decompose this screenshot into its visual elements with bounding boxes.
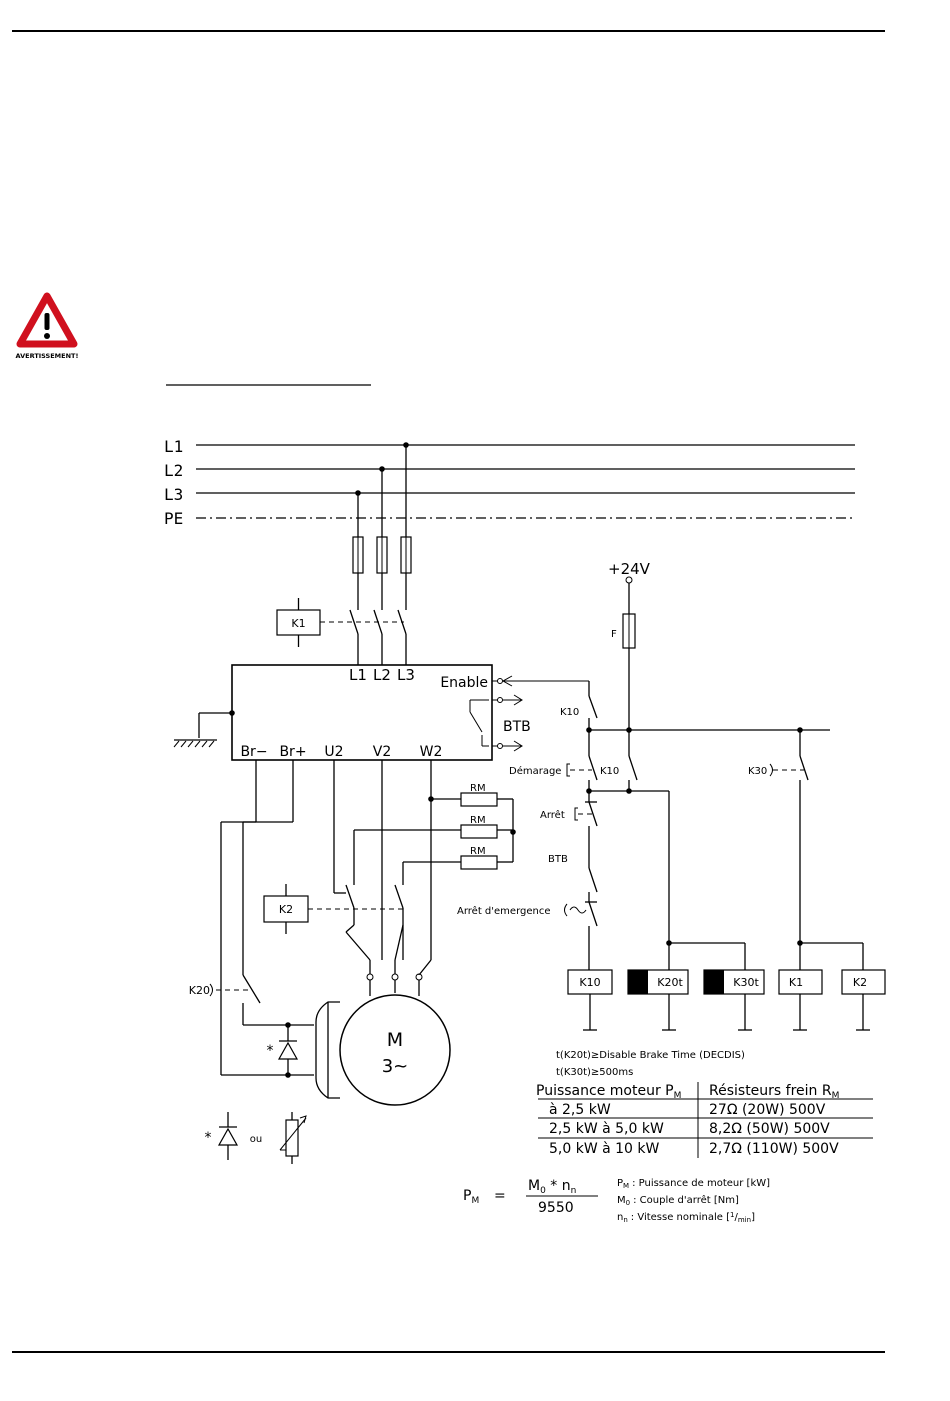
k20-label: K20 <box>189 984 210 997</box>
table-row: à 2,5 kW 27Ω (20W) 500V <box>549 1102 826 1118</box>
alt-ou: ou <box>250 1134 262 1145</box>
table-head-res: Résisteurs frein RM <box>709 1083 839 1101</box>
k10-holding-label: K10 <box>600 766 619 777</box>
relay-k2: K2 <box>263 884 309 934</box>
relay-k20-contact: K20 <box>189 983 213 997</box>
coil-k2: K2 <box>841 969 886 1031</box>
motor-outputs <box>308 760 461 996</box>
warning-triangle-icon <box>16 292 78 348</box>
start-circuit: Démarage K10 <box>509 730 672 946</box>
supply-bus: L1 L2 L3 PE <box>164 437 855 528</box>
alt-star: * <box>205 1130 212 1146</box>
formula-legend-pm: PM: Puissance de moteur [kW] <box>617 1178 770 1190</box>
formula-denominator: 9550 <box>538 1200 574 1216</box>
relay-k1-label: K1 <box>291 617 305 630</box>
k30-contact: K30 <box>748 730 864 970</box>
stop-label: Arrêt <box>540 809 565 821</box>
power-formula: PM = M0 * nn 9550 PM: Puissance de moteu… <box>463 1178 770 1224</box>
rm-label-2: RM <box>470 815 486 826</box>
amp-terminals <box>492 675 590 752</box>
alternate-brake-symbols: * ou <box>205 1112 307 1164</box>
bus-label-l1: L1 <box>164 437 183 456</box>
warning-label: AVERTISSEMENT! <box>16 352 79 360</box>
amp-u2: U2 <box>324 744 343 760</box>
coil-k10-label: K10 <box>579 976 600 989</box>
bus-label-pe: PE <box>164 509 183 528</box>
coils-row: K10 K20t K30t K1 K2 <box>567 942 886 1031</box>
control-supply: +24V F <box>586 560 830 733</box>
table-cell-res: 27Ω (20W) 500V <box>709 1102 826 1118</box>
table-cell-power: à 2,5 kW <box>549 1102 611 1118</box>
coil-k2-label: K2 <box>853 976 867 989</box>
emergency-stop: Arrêt d'emergence <box>457 901 598 970</box>
brake-wiring: * <box>216 760 314 1078</box>
formula-eq: = <box>494 1188 506 1204</box>
coil-k20t: K20t <box>627 969 689 1031</box>
amp-btb-label: BTB <box>503 719 531 735</box>
coil-k10: K10 <box>567 969 613 1031</box>
table-cell-power: 2,5 kW à 5,0 kW <box>549 1121 664 1137</box>
formula-numerator: M0 * nn <box>528 1178 576 1196</box>
btb-contact: BTB <box>548 850 598 902</box>
bus-label-l2: L2 <box>164 461 183 480</box>
amp-br-plus: Br+ <box>279 744 306 760</box>
servo-amplifier: L1 L2 L3 Enable BTB Br− Br+ U2 V2 W2 <box>231 664 531 761</box>
formula-legend-nn: nn: Vitesse nominale [1/min] <box>617 1211 755 1224</box>
start-label: Démarage <box>509 765 561 777</box>
bus-label-l3: L3 <box>164 485 183 504</box>
table-row: 5,0 kW à 10 kW 2,7Ω (110W) 500V <box>549 1141 839 1157</box>
coil-k1: K1 <box>778 969 823 1031</box>
k10-contact-enable: K10 <box>560 695 598 730</box>
rm-label-3: RM <box>470 846 486 857</box>
amp-in-l2: L2 <box>373 666 391 684</box>
amp-br-minus: Br− <box>240 744 267 760</box>
amp-enable-label: Enable <box>440 675 488 691</box>
brake-resistors: RM RM RM <box>460 783 516 870</box>
resistor-table: Puissance moteur PM Résisteurs frein RM … <box>536 1082 873 1158</box>
rm-label-1: RM <box>470 783 486 794</box>
table-row: 2,5 kW à 5,0 kW 8,2Ω (50W) 500V <box>549 1121 830 1137</box>
motor-m-label: M <box>387 1029 403 1051</box>
table-head-power: Puissance moteur PM <box>536 1083 681 1101</box>
fuse-label: F <box>611 629 617 640</box>
coil-k30t: K30t <box>703 969 765 1031</box>
amp-in-l3: L3 <box>397 666 415 684</box>
table-cell-res: 2,7Ω (110W) 500V <box>709 1141 839 1157</box>
table-cell-res: 8,2Ω (50W) 500V <box>709 1121 830 1137</box>
btb-contact-label: BTB <box>548 854 568 865</box>
motor-phase-label: 3~ <box>382 1056 409 1077</box>
amp-in-l1: L1 <box>349 666 367 684</box>
relay-k1: K1 <box>276 598 321 647</box>
formula-legend-m0: M0: Couple d'arrêt [Nm] <box>617 1194 739 1207</box>
ground-icon <box>173 710 235 748</box>
motor: M 3~ <box>315 994 451 1106</box>
amp-w2: W2 <box>420 744 443 760</box>
formula-lhs: PM <box>463 1188 479 1206</box>
amp-v2: V2 <box>373 744 391 760</box>
emergency-label: Arrêt d'emergence <box>457 905 551 917</box>
diode-star: * <box>267 1043 274 1059</box>
k10-contact-label: K10 <box>560 707 579 718</box>
timing-note-2: t(K30t)≥500ms <box>556 1067 633 1078</box>
relay-k2-label: K2 <box>279 903 293 916</box>
timing-note-1: t(K20t)≥Disable Brake Time (DECDIS) <box>556 1050 745 1061</box>
k30-contact-label: K30 <box>748 766 767 777</box>
stop-contact: Arrêt <box>540 791 598 850</box>
coil-k20t-label: K20t <box>657 976 683 989</box>
coil-k30t-label: K30t <box>733 976 759 989</box>
mains-fuses <box>320 445 412 665</box>
table-cell-power: 5,0 kW à 10 kW <box>549 1141 660 1157</box>
supply-24v: +24V <box>608 560 651 578</box>
coil-k1-label: K1 <box>789 976 803 989</box>
